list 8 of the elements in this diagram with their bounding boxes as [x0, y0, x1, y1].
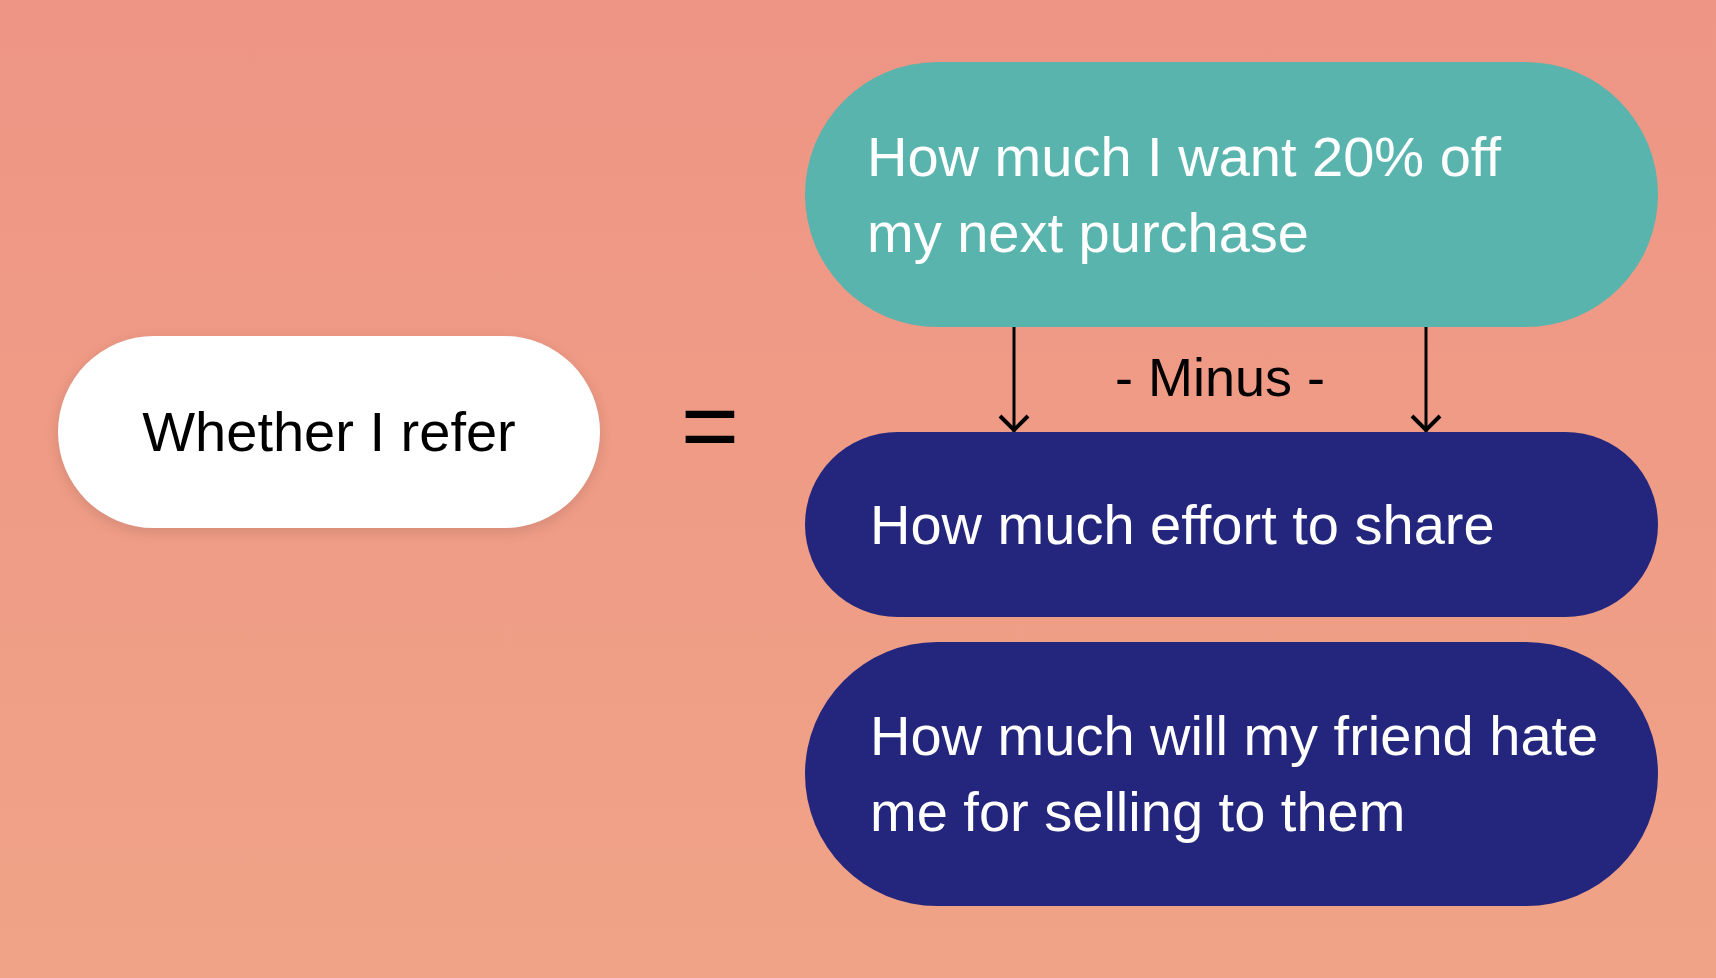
equals-sign: =: [680, 370, 740, 480]
arrow: [1410, 327, 1442, 432]
minus-label: - Minus -: [1115, 346, 1325, 409]
node-text: How much effort to share: [870, 491, 1495, 558]
node-text: How much will my friend hate me for selling to them: [870, 703, 1600, 845]
node-text: How much I want 20% off my next purchase: [867, 123, 1502, 266]
node-text: Whether I refer: [142, 399, 516, 465]
arrow: [998, 327, 1030, 432]
